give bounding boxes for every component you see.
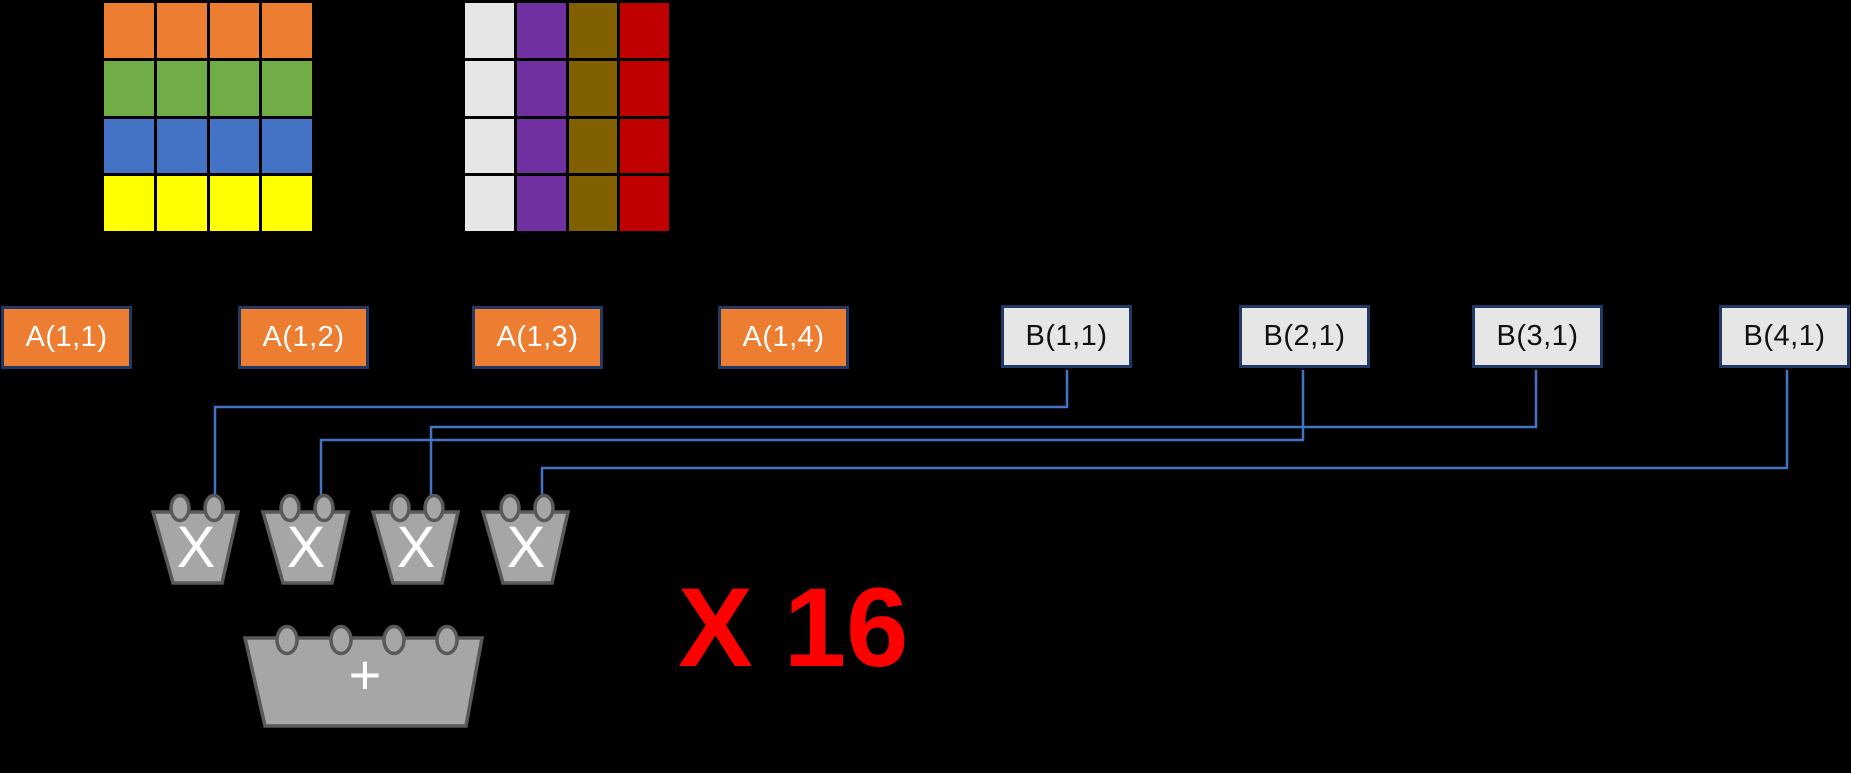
operand-label: A(1,2) (262, 321, 345, 353)
matrix-cell (156, 176, 207, 231)
input-port-icon (533, 493, 555, 523)
matrix-b (465, 3, 669, 231)
multiplier-trapezoid-icon (150, 493, 241, 585)
multiplier-trapezoid-icon (370, 493, 461, 585)
matrix-cell (262, 60, 312, 116)
operand-label: A(1,1) (25, 321, 108, 353)
matrix-cell (465, 3, 514, 58)
operand-label: B(2,1) (1263, 320, 1346, 352)
operand-box-a12: A(1,2) (238, 306, 369, 369)
multiplier-unit-4: X (480, 482, 572, 586)
operand-box-b31: B(3,1) (1472, 305, 1603, 368)
multiply-symbol: X (176, 515, 216, 580)
multiply-symbol: X (506, 515, 546, 580)
matrix-cell (516, 118, 566, 174)
multiplier-trapezoid-icon (260, 493, 351, 585)
input-port-icon (499, 493, 521, 523)
matrix-cell (620, 118, 669, 174)
operand-label: B(1,1) (1025, 320, 1108, 352)
replication-annotation: X 16 (678, 565, 909, 690)
input-port-icon (203, 493, 225, 523)
input-port-icon (389, 493, 411, 523)
matrix-cell (465, 176, 514, 231)
operand-box-a14: A(1,4) (718, 306, 849, 369)
matrix-cell (209, 118, 260, 174)
operand-label: B(4,1) (1743, 320, 1826, 352)
input-port-icon (169, 493, 191, 523)
matrix-cell (465, 60, 514, 116)
matrix-a (104, 3, 312, 231)
connector-b41-to-mult4 (540, 370, 1789, 502)
matrix-cell (262, 3, 312, 58)
add-symbol: + (348, 643, 382, 706)
matrix-cell (620, 60, 669, 116)
connector-b11-to-mult1 (213, 370, 1069, 502)
operand-box-b21: B(2,1) (1239, 305, 1370, 368)
operand-box-a13: A(1,3) (472, 306, 603, 369)
multiplier-unit-3: X (370, 482, 462, 586)
operand-box-b41: B(4,1) (1719, 305, 1850, 368)
adder-trapezoid-icon (242, 624, 485, 728)
matrix-cell (568, 3, 618, 58)
operand-label: B(3,1) (1496, 320, 1579, 352)
operand-label: A(1,4) (742, 321, 825, 353)
matrix-cell (568, 176, 618, 231)
input-port-icon (275, 624, 299, 656)
multiplier-unit-2: X (260, 482, 352, 586)
matrix-cell (620, 176, 669, 231)
matrix-cell (516, 60, 566, 116)
matrix-cell (156, 60, 207, 116)
input-port-icon (423, 493, 445, 523)
matrix-cell (209, 60, 260, 116)
adder-unit: + (240, 612, 490, 730)
matrix-cell (568, 60, 618, 116)
operand-label: A(1,3) (496, 321, 579, 353)
input-port-icon (382, 624, 406, 656)
connector-b31-to-mult3 (429, 370, 1538, 502)
input-port-icon (279, 493, 301, 523)
matrix-cell (568, 118, 618, 174)
multiply-symbol: X (396, 515, 436, 580)
matrix-cell (620, 3, 669, 58)
matrix-cell (262, 176, 312, 231)
matrix-cell (104, 3, 154, 58)
matrix-cell (104, 118, 154, 174)
multiply-symbol: X (286, 515, 326, 580)
input-port-icon (329, 624, 353, 656)
multiplier-unit-1: X (150, 482, 242, 586)
matrix-cell (104, 176, 154, 231)
matrix-cell (262, 118, 312, 174)
matrix-cell (156, 118, 207, 174)
matrix-cell (516, 3, 566, 58)
matrix-cell (104, 60, 154, 116)
input-port-icon (313, 493, 335, 523)
connector-b21-to-mult2 (319, 370, 1305, 502)
matrix-cell (465, 118, 514, 174)
matrix-cell (209, 3, 260, 58)
matrix-cell (209, 176, 260, 231)
multiplier-trapezoid-icon (480, 493, 571, 585)
operand-box-b11: B(1,1) (1001, 305, 1132, 368)
matrix-cell (156, 3, 207, 58)
matrix-cell (516, 176, 566, 231)
input-port-icon (435, 624, 459, 656)
operand-box-a11: A(1,1) (1, 306, 132, 369)
